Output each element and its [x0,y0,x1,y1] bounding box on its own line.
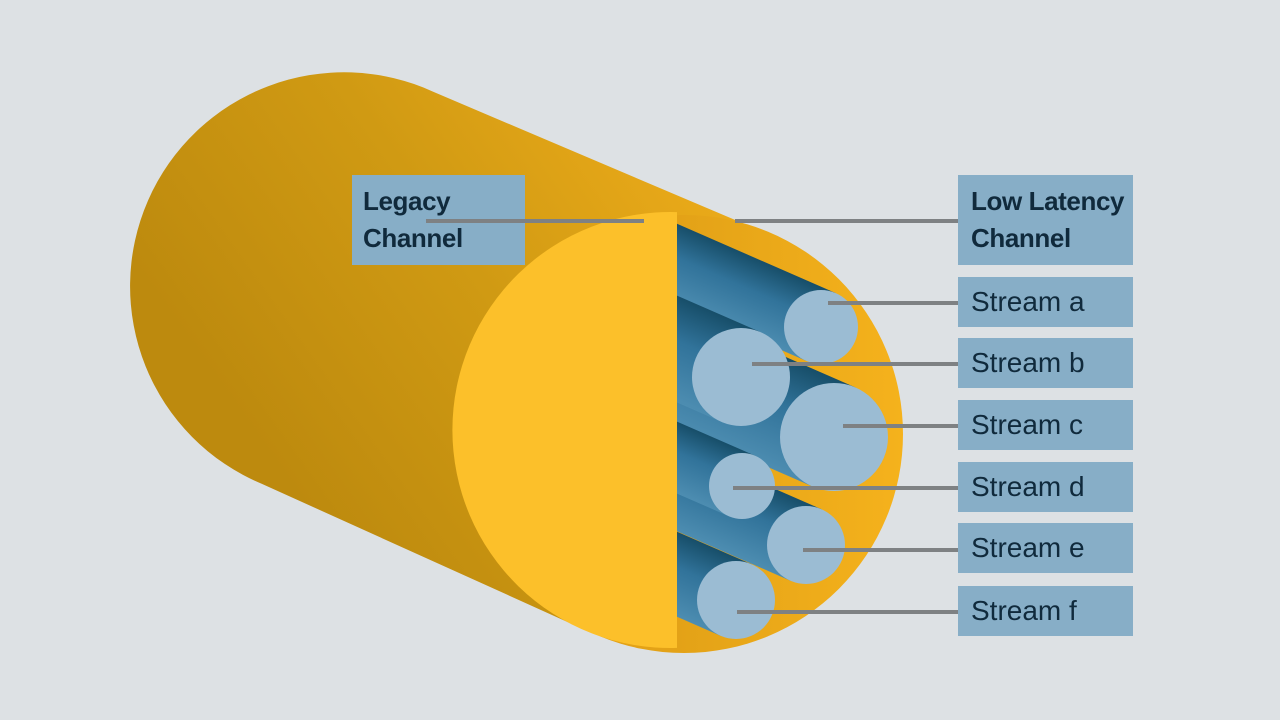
stream-c-label: Stream c [958,400,1133,450]
legacy-channel-label: Legacy Channel [352,175,525,265]
stream-e-label: Stream e [958,523,1133,573]
stream-f-label: Stream f [958,586,1133,636]
stream-a-label: Stream a [958,277,1133,327]
low-latency-channel-label: Low Latency Channel [958,175,1133,265]
stream-d-label: Stream d [958,462,1133,512]
stream-b-label: Stream b [958,338,1133,388]
